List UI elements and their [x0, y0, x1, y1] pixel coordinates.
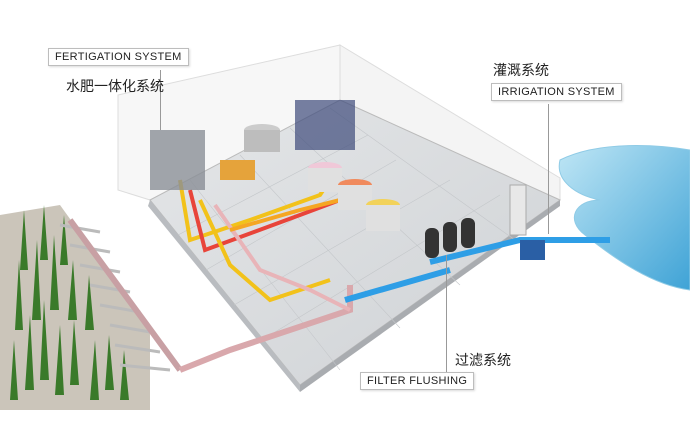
irrigation-system-label-zh: 灌溉系统	[493, 63, 549, 79]
irrigation-system-label: IRRIGATION SYSTEM	[491, 83, 622, 101]
fertigation-system-label-zh: 水肥一体化系统	[66, 79, 164, 95]
sand-filters	[425, 218, 475, 258]
pump	[520, 240, 545, 260]
filter-flushing-label: FILTER FLUSHING	[360, 372, 475, 390]
leader-line-irrigation	[548, 104, 549, 234]
control-cabinet	[509, 184, 527, 236]
water-pool	[558, 145, 690, 291]
pallet	[220, 160, 255, 180]
plant-field	[0, 205, 183, 410]
fertigation-machine	[150, 130, 205, 190]
leader-line-fertigation	[160, 70, 161, 130]
floor-edge	[148, 200, 300, 392]
fertigation-machine-2	[295, 100, 355, 150]
filter-system-label-zh: 过滤系统	[455, 353, 511, 369]
fertilizer-tanks	[244, 124, 400, 231]
fertigation-system-label: FERTIGATION SYSTEM	[48, 48, 189, 66]
leader-line-filter	[446, 255, 447, 375]
